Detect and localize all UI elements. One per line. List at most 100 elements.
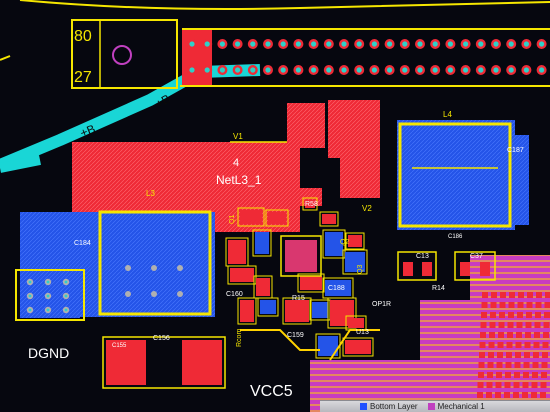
copper-pour-netl3[interactable]	[72, 142, 300, 232]
bga-pad[interactable]	[504, 382, 511, 388]
bga-pad[interactable]	[496, 372, 502, 378]
smd-pad[interactable]	[348, 235, 362, 247]
bga-pad[interactable]	[495, 382, 502, 388]
bga-pad[interactable]	[487, 372, 493, 378]
bga-pad[interactable]	[478, 362, 485, 368]
smd-pad[interactable]	[240, 210, 262, 224]
bga-pad[interactable]	[534, 332, 540, 338]
bga-pad[interactable]	[525, 322, 532, 328]
bga-pad[interactable]	[545, 292, 550, 298]
pin-header[interactable]	[182, 30, 547, 85]
smd-pad[interactable]	[300, 276, 322, 290]
bga-pad[interactable]	[508, 302, 515, 308]
layer-tab-mechanical[interactable]: Mechanical 1	[427, 402, 485, 411]
smd-pad[interactable]	[325, 280, 351, 296]
bga-pad[interactable]	[505, 362, 512, 368]
bga-pad[interactable]	[506, 352, 512, 358]
bga-pad[interactable]	[517, 302, 524, 308]
bga-pad[interactable]	[489, 332, 495, 338]
bga-pad[interactable]	[505, 372, 511, 378]
bga-pad[interactable]	[481, 312, 487, 318]
bga-pad[interactable]	[542, 342, 549, 348]
via[interactable]	[125, 291, 131, 297]
bga-pad[interactable]	[525, 332, 531, 338]
bga-pad[interactable]	[490, 312, 496, 318]
smd-pad[interactable]	[325, 232, 343, 256]
copper-pour-v2[interactable]	[328, 100, 380, 198]
bga-pad[interactable]	[498, 332, 504, 338]
pad-c37-b[interactable]	[480, 262, 490, 276]
bga-pad[interactable]	[500, 292, 506, 298]
bga-pad[interactable]	[541, 362, 548, 368]
bga-pad[interactable]	[531, 382, 538, 388]
bga-pad[interactable]	[523, 362, 530, 368]
bga-pad[interactable]	[522, 382, 529, 388]
copper-pour-l4[interactable]	[397, 120, 515, 230]
bga-pad[interactable]	[509, 292, 515, 298]
bga-pad[interactable]	[533, 352, 539, 358]
bga-pad[interactable]	[482, 292, 488, 298]
bga-pad[interactable]	[496, 362, 503, 368]
l4-silkscreen[interactable]	[398, 122, 512, 228]
bga-pad[interactable]	[497, 352, 503, 358]
bga-pad[interactable]	[477, 392, 483, 398]
copper-pour-center-top[interactable]	[287, 103, 325, 148]
bga-pad[interactable]	[498, 322, 505, 328]
bga-pad[interactable]	[526, 302, 533, 308]
trace-bottom-a[interactable]	[329, 329, 380, 361]
smd-pad[interactable]	[240, 300, 254, 322]
smd-pad[interactable]	[348, 318, 364, 328]
smd-pad[interactable]	[268, 212, 286, 224]
bga-pad[interactable]	[533, 342, 540, 348]
pad-c13-a[interactable]	[403, 262, 413, 276]
bga-pad[interactable]	[495, 392, 501, 398]
trace-vcc5[interactable]	[240, 329, 320, 351]
smd-pad[interactable]	[345, 252, 365, 272]
center-component-cluster[interactable]	[225, 197, 374, 359]
bga-pad[interactable]	[540, 382, 547, 388]
bga-pad[interactable]	[479, 352, 485, 358]
bga-pad[interactable]	[542, 352, 548, 358]
bga-pad[interactable]	[513, 392, 519, 398]
bga-pad[interactable]	[527, 292, 533, 298]
bga-pad[interactable]	[507, 332, 513, 338]
via[interactable]	[151, 265, 157, 271]
bga-pad[interactable]	[488, 342, 495, 348]
bga-pad[interactable]	[480, 322, 487, 328]
bga-pad[interactable]	[534, 322, 541, 328]
bga-pad[interactable]	[481, 302, 488, 308]
bga-pad[interactable]	[490, 302, 497, 308]
pad-c37-a[interactable]	[460, 262, 470, 276]
bga-pad[interactable]	[513, 382, 520, 388]
bga-pad[interactable]	[518, 292, 524, 298]
bga-pad[interactable]	[522, 392, 528, 398]
l3-silkscreen[interactable]	[98, 210, 212, 316]
bga-pad[interactable]	[514, 362, 521, 368]
bga-pad[interactable]	[486, 382, 493, 388]
pad-c13-b[interactable]	[422, 262, 432, 276]
bga-pad[interactable]	[499, 312, 505, 318]
via[interactable]	[177, 291, 183, 297]
smd-pad[interactable]	[345, 340, 371, 354]
smd-pad[interactable]	[312, 302, 328, 318]
bga-pad[interactable]	[499, 302, 506, 308]
bga-pad[interactable]	[515, 352, 521, 358]
bga-pad[interactable]	[479, 342, 486, 348]
bga-pad[interactable]	[489, 322, 496, 328]
connector-outline[interactable]	[71, 19, 178, 89]
smd-pad[interactable]	[322, 214, 336, 224]
via[interactable]	[151, 291, 157, 297]
smd-pad[interactable]	[305, 200, 315, 208]
smd-pad[interactable]	[255, 232, 269, 254]
pad-c155-right[interactable]	[182, 340, 222, 385]
bga-pad[interactable]	[544, 302, 550, 308]
bga-pad[interactable]	[543, 332, 549, 338]
bga-pad[interactable]	[535, 302, 542, 308]
ic-controller[interactable]	[285, 240, 317, 272]
bga-pad[interactable]	[497, 342, 504, 348]
bga-pad[interactable]	[517, 312, 523, 318]
bga-pad[interactable]	[524, 352, 530, 358]
bga-pad[interactable]	[486, 392, 492, 398]
bga-pad[interactable]	[544, 312, 550, 318]
